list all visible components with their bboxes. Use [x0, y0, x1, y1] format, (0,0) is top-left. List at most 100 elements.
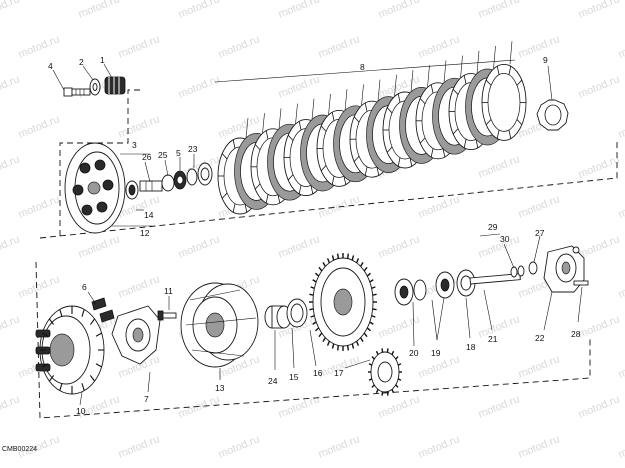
watermark-text: motod.ru — [217, 433, 262, 460]
callout-5: 5 — [176, 148, 181, 158]
spacer-blocks — [91, 297, 115, 323]
watermark-text: motod.ru — [517, 433, 562, 460]
callout-23: 23 — [188, 144, 198, 154]
callout-26: 26 — [142, 152, 152, 162]
watermark-text: motod.ru — [577, 73, 622, 100]
watermark-text: motod.ru — [377, 313, 422, 340]
watermark-text: motod.ru — [417, 193, 462, 220]
primary-driven-gear — [309, 253, 377, 351]
leader-lines — [52, 59, 583, 406]
watermark-text: motod.ru — [617, 33, 625, 60]
watermark-text: motod.ru — [0, 233, 21, 260]
callout-12: 12 — [140, 228, 150, 238]
watermark-text: motod.ru — [0, 153, 21, 180]
clutch-plate-pack — [217, 41, 527, 215]
watermark-text: motod.ru — [277, 73, 322, 100]
watermark-text: motod.ru — [517, 33, 562, 60]
watermark-text: motod.ru — [177, 73, 222, 100]
watermark-text: motod.ru — [577, 393, 622, 420]
watermark-text: motod.ru — [517, 353, 562, 380]
circlip-9 — [536, 99, 569, 131]
watermark-text: motod.ru — [317, 433, 362, 460]
shaft-bearings — [394, 261, 538, 306]
screw-11 — [157, 310, 177, 321]
callout-3: 3 — [132, 140, 137, 150]
watermark-text: motod.ru — [17, 113, 62, 140]
callout-17: 17 — [334, 368, 344, 378]
pressure-plate — [64, 142, 126, 234]
watermark-text: motod.ru — [617, 273, 625, 300]
callout-11: 11 — [164, 286, 173, 296]
callout-1: 1 — [100, 55, 105, 65]
watermark-text: motod.ru — [177, 393, 222, 420]
watermark-text: motod.ru — [477, 393, 522, 420]
callout-6: 6 — [82, 282, 87, 292]
callout-14: 14 — [144, 210, 154, 220]
callout-29: 29 — [488, 222, 498, 232]
watermark-text: motod.ru — [117, 433, 162, 460]
watermark-text: motod.ru — [117, 273, 162, 300]
watermark-text: motod.ru — [577, 0, 622, 21]
watermark-text: motod.ru — [477, 0, 522, 21]
watermark-text: motod.ru — [377, 393, 422, 420]
pushrod-bearing-parts — [125, 162, 213, 200]
callout-20: 20 — [409, 348, 419, 358]
assembly-boundary-upper — [39, 89, 618, 239]
callout-19: 19 — [431, 348, 441, 358]
watermark-text: motod.ru — [417, 433, 462, 460]
callout-10: 10 — [76, 406, 86, 416]
watermark-text: motod.ru — [617, 433, 625, 460]
clutch-drum — [180, 282, 259, 368]
callout-30: 30 — [500, 234, 510, 244]
watermark-text: motod.ru — [177, 0, 222, 21]
watermark-text: motod.ru — [317, 33, 362, 60]
watermark-text: motod.ru — [277, 393, 322, 420]
callout-21: 21 — [488, 334, 498, 344]
watermark-text: motod.ru — [277, 233, 322, 260]
callout-13: 13 — [215, 383, 225, 393]
callout-4: 4 — [48, 61, 53, 71]
watermark-text: motod.ru — [577, 233, 622, 260]
watermark-text: motod.ru — [77, 0, 122, 21]
callout-9: 9 — [543, 55, 548, 65]
watermark-text: motod.ru — [117, 113, 162, 140]
callout-27: 27 — [535, 228, 545, 238]
watermark-text: motod.ru — [477, 313, 522, 340]
centre-hub — [111, 305, 161, 365]
callout-24: 24 — [268, 376, 278, 386]
callout-25: 25 — [158, 150, 168, 160]
watermark-text: motod.ru — [177, 233, 222, 260]
watermark-text: motod.ru — [517, 193, 562, 220]
watermark-text: motod.ru — [17, 33, 62, 60]
watermark-text: motod.ru — [577, 313, 622, 340]
watermark-text: motod.ru — [617, 113, 625, 140]
friction-plate — [481, 41, 527, 141]
watermark-text: motod.ru — [0, 73, 21, 100]
clutch-hub — [35, 305, 105, 395]
drive-gear-small — [368, 348, 402, 396]
slave-cylinder — [543, 245, 589, 293]
callout-7: 7 — [144, 394, 149, 404]
watermark-text: motod.ru — [17, 193, 62, 220]
bushings — [264, 298, 308, 329]
clutch-spring-bolt-parts — [63, 76, 126, 97]
watermark-text: motod.ru — [377, 233, 422, 260]
callout-15: 15 — [289, 372, 299, 382]
callout-16: 16 — [313, 368, 323, 378]
callout-8: 8 — [360, 62, 365, 72]
callout-18: 18 — [466, 342, 476, 352]
diagram-code: CMB00224 — [2, 446, 38, 453]
watermark-text: motod.ru — [77, 233, 122, 260]
callout-labels: 1 2 3 4 5 6 7 8 9 10 11 12 13 14 15 16 1… — [48, 55, 581, 416]
callout-2: 2 — [79, 57, 84, 67]
watermark-text: motod.ru — [377, 0, 422, 21]
watermark-text: motod.ru — [477, 153, 522, 180]
watermark-text: motod.ru — [217, 33, 262, 60]
watermark-text: motod.ru — [417, 33, 462, 60]
watermark-text: motod.ru — [277, 0, 322, 21]
watermark-text: motod.ru — [0, 313, 21, 340]
callout-22: 22 — [535, 333, 545, 343]
watermark-text: motod.ru — [617, 193, 625, 220]
watermark-text: motod.ru — [0, 393, 21, 420]
